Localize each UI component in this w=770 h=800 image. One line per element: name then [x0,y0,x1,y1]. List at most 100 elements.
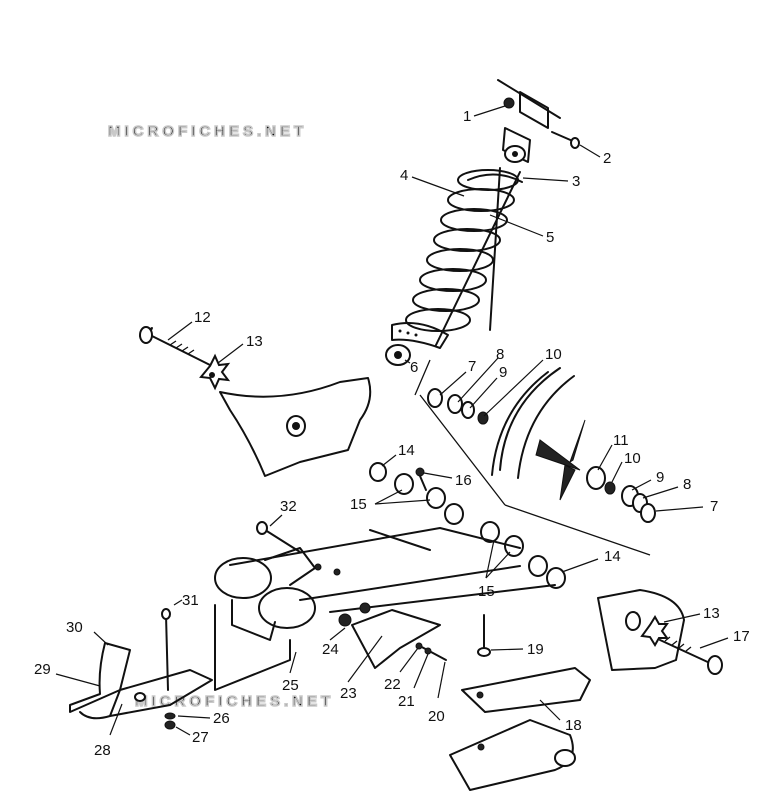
callout-27: 27 [175,726,209,746]
fastener-set-20-22 [415,642,447,661]
svg-text:15: 15 [350,496,367,513]
callout-12: 12 [167,309,211,341]
svg-text:15: 15 [478,583,495,600]
callout-17: 17 [699,628,750,649]
svg-text:11: 11 [613,432,629,449]
svg-text:3: 3 [572,173,580,190]
bolt-part-32 [256,521,301,553]
shock-absorber [385,167,523,366]
bolt-part-12 [139,326,211,366]
svg-text:20: 20 [428,708,445,725]
callout-6: 6 [404,359,418,376]
svg-text:7: 7 [710,498,718,515]
callout-11: 11 [597,432,629,471]
callout-21: 21 [398,653,429,710]
callout-9b: 9 [631,469,664,491]
svg-text:8: 8 [683,476,691,493]
svg-text:5: 5 [546,229,554,246]
callout-9a: 9 [469,364,507,409]
svg-text:30: 30 [66,619,83,636]
callout-10b: 10 [611,450,641,483]
watermark-top: MICROFICHES.NET [108,123,307,140]
nut-part-1 [503,97,515,109]
upper-mount-bracket [497,79,580,163]
callout-23: 23 [340,635,383,702]
callout-16: 16 [423,472,472,489]
svg-text:7: 7 [468,358,476,375]
callout-13b: 13 [663,605,720,623]
svg-text:26: 26 [213,710,230,727]
svg-text:17: 17 [733,628,750,645]
washer-parts-26-27 [164,712,176,730]
callout-18: 18 [539,699,582,734]
svg-text:25: 25 [282,677,299,694]
svg-text:10: 10 [545,346,562,363]
svg-text:9: 9 [499,364,507,381]
svg-text:24: 24 [322,641,339,658]
rail-bracket-part-18 [449,667,591,791]
callout-31: 31 [173,592,199,609]
hardware-group-upper [414,359,506,506]
svg-text:16: 16 [455,472,472,489]
svg-text:27: 27 [192,729,209,746]
callout-4: 4 [400,167,465,197]
bolt-part-17 [659,636,723,675]
svg-text:21: 21 [398,693,415,710]
svg-text:13: 13 [246,333,263,350]
hardware-group-lower [504,466,656,556]
callout-8b: 8 [642,476,691,499]
callout-26: 26 [177,710,230,727]
mount-plate-parts-29-30 [69,642,213,720]
svg-text:13: 13 [703,605,720,622]
svg-text:4: 4 [400,167,408,184]
bolt-part-19 [477,614,491,657]
pivot-bracket-right [597,589,685,671]
svg-text:22: 22 [384,676,401,693]
track-wheel [491,367,586,501]
pivot-bracket-left [219,377,372,477]
callout-1: 1 [463,105,506,125]
swing-arm-part-25 [214,527,556,691]
callout-19: 19 [490,641,544,658]
callout-15a: 15 [350,489,431,513]
callout-15b: 15 [478,539,511,600]
svg-text:31: 31 [182,592,199,609]
callout-3: 3 [522,173,580,190]
bolt-part-2 [551,131,580,149]
watermark-bottom: MICROFICHES.NET [135,693,334,710]
callout-7a: 7 [439,358,476,396]
callout-14a: 14 [381,442,415,467]
callout-8a: 8 [457,346,504,403]
callout-22: 22 [384,647,419,693]
svg-text:9: 9 [656,469,664,486]
coil-spring [405,169,519,332]
svg-text:6: 6 [410,359,418,376]
callout-30: 30 [66,619,109,646]
callout-25: 25 [282,651,299,694]
callout-2: 2 [579,144,611,167]
callout-13a: 13 [217,333,263,364]
callout-28: 28 [94,703,123,759]
svg-text:10: 10 [624,450,641,467]
svg-text:12: 12 [194,309,211,326]
callout-20: 20 [428,661,446,725]
svg-text:8: 8 [496,346,504,363]
svg-text:18: 18 [565,717,582,734]
bolt-part-31 [161,608,171,691]
callout-5: 5 [489,214,554,246]
callout-14b: 14 [561,548,621,573]
callout-29: 29 [34,661,101,687]
svg-text:2: 2 [603,150,611,167]
callout-7b: 7 [655,498,718,515]
svg-text:32: 32 [280,498,297,515]
bracket-part-23 [351,609,441,669]
callout-24: 24 [322,627,346,658]
callout-32: 32 [269,498,297,527]
callout-10a: 10 [483,346,562,417]
star-nut-part-13 [199,353,231,391]
svg-text:14: 14 [398,442,415,459]
svg-text:23: 23 [340,685,357,702]
pin-part-16 [415,467,427,491]
svg-text:14: 14 [604,548,621,565]
